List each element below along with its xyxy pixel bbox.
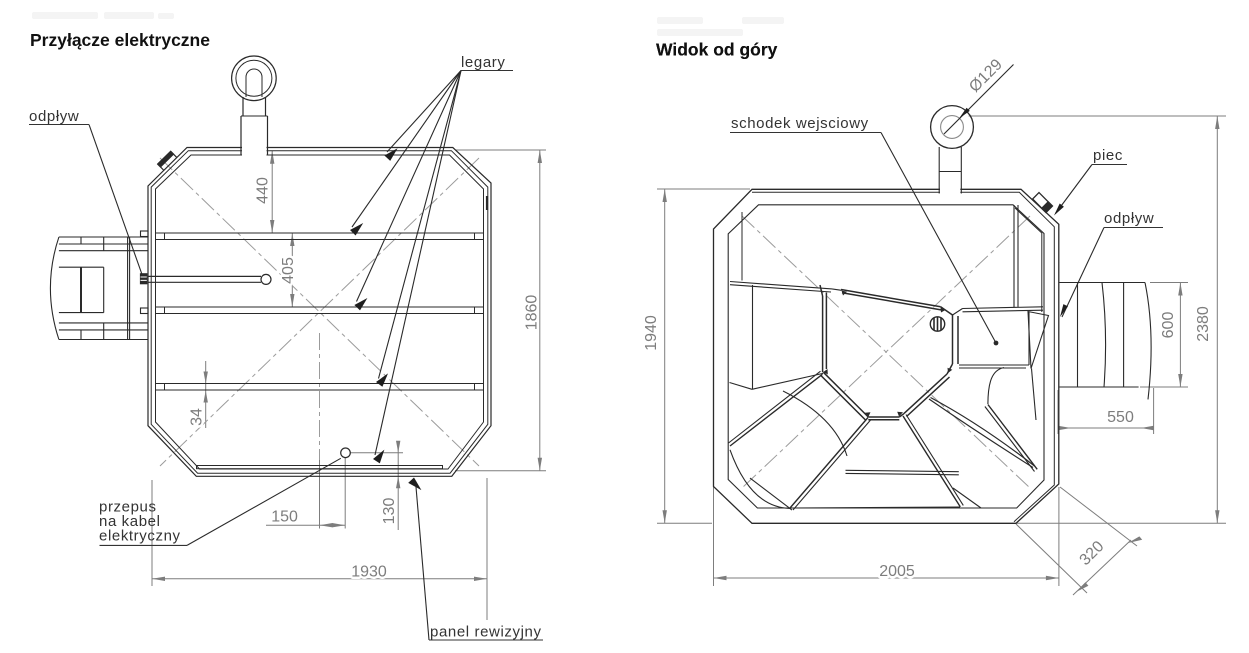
svg-text:320: 320 [1077, 538, 1108, 569]
svg-text:150: 150 [271, 509, 298, 526]
svg-text:550: 550 [1107, 409, 1134, 426]
svg-text:legary: legary [461, 54, 505, 71]
svg-text:2005: 2005 [879, 563, 915, 580]
svg-text:Przyłącze elektryczne: Przyłącze elektryczne [30, 30, 210, 50]
svg-text:130: 130 [381, 498, 398, 525]
svg-text:na kabel: na kabel [99, 513, 161, 530]
svg-text:piec: piec [1093, 147, 1123, 164]
svg-text:1860: 1860 [524, 295, 541, 331]
svg-text:2380: 2380 [1195, 306, 1212, 342]
svg-text:440: 440 [255, 177, 272, 204]
svg-text:405: 405 [280, 257, 297, 284]
svg-text:Widok od góry: Widok od góry [656, 40, 778, 60]
svg-text:odpływ: odpływ [29, 108, 79, 125]
svg-text:Widok od góry: Widok od góry [656, 40, 778, 60]
svg-text:elektryczny: elektryczny [99, 528, 181, 545]
svg-text:34: 34 [189, 408, 206, 426]
svg-text:odpływ: odpływ [1104, 210, 1154, 227]
svg-text:1940: 1940 [643, 315, 660, 351]
svg-text:1930: 1930 [351, 564, 387, 581]
svg-text:schodek wejsciowy: schodek wejsciowy [731, 115, 869, 132]
svg-text:Ø129: Ø129 [966, 56, 1006, 96]
svg-text:600: 600 [1160, 312, 1177, 339]
svg-text:panel rewizyjny: panel rewizyjny [430, 624, 542, 641]
svg-text:przepus: przepus [99, 499, 157, 516]
